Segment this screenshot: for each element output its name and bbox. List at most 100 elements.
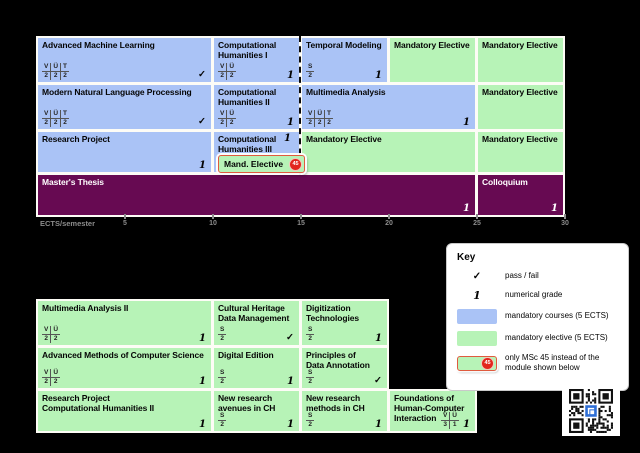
- sws-count: 2: [308, 421, 312, 429]
- sws-type: V: [42, 369, 51, 379]
- axis-tick: [124, 214, 126, 219]
- module-title: Digital Edition: [218, 350, 274, 360]
- module-foundations-of-human-computer-interaction: Foundations of Human-Computer Interactio…: [390, 391, 475, 431]
- sws-type: S: [218, 412, 227, 422]
- numerical-grade-mark: 1: [287, 419, 294, 430]
- sws-count: 1: [452, 421, 457, 429]
- module-title: Foundations of Human-Computer Interactio…: [394, 393, 465, 423]
- legend-box: Key ✓ pass / fail 1 numerical grade mand…: [446, 243, 629, 391]
- sws-type: T: [325, 110, 334, 120]
- sws-count: 2: [229, 119, 234, 127]
- module-title: New research methods in CH: [306, 393, 365, 413]
- sws-type: T: [61, 63, 70, 73]
- sws-type: Ü: [51, 63, 61, 73]
- sws-type: V: [218, 110, 227, 120]
- numerical-grade-mark: 1: [375, 333, 382, 344]
- module-title: Master's Thesis: [42, 177, 104, 187]
- sws-count: 2: [308, 378, 312, 386]
- legend-label: only MSc 45 instead of the module shown …: [505, 353, 600, 373]
- axis-tick-label: 30: [561, 220, 569, 227]
- sws-count: 2: [308, 72, 312, 80]
- numerical-grade-mark: 1: [473, 289, 481, 302]
- module-mandatory-elective: Mandatory Elective: [478, 85, 563, 129]
- axis-tick: [300, 214, 302, 219]
- pass-fail-checkmark: ✓: [198, 116, 206, 127]
- sws-type: T: [61, 110, 70, 120]
- sws-count: 2: [220, 421, 224, 429]
- sws-type: V: [42, 63, 51, 73]
- legend-row-mandatory-courses: mandatory courses (5 ECTS): [457, 309, 618, 324]
- sws-type: S: [306, 63, 315, 73]
- sws-type: S: [306, 369, 315, 379]
- module-title: Modern Natural Language Processing: [42, 87, 192, 97]
- msc45-badge: 45: [481, 356, 494, 370]
- sws-type: Ü: [450, 412, 459, 422]
- sws-type: Ü: [227, 63, 237, 73]
- sws-count: 2: [308, 119, 312, 127]
- sws-type: V: [440, 412, 450, 422]
- module-title: Advanced Machine Learning: [42, 40, 155, 50]
- numerical-grade-mark: 1: [463, 117, 470, 128]
- module-title: Mandatory Elective: [482, 87, 558, 97]
- axis-tick-label: 10: [209, 220, 217, 227]
- axis-tick-label: 15: [297, 220, 305, 227]
- legend-row-msc45: 45 only MSc 45 instead of the module sho…: [457, 353, 618, 374]
- axis-label: ECTS/semester: [40, 219, 96, 228]
- module-title: Research Project Computational Humanitie…: [42, 393, 155, 413]
- numerical-grade-mark: 1: [199, 333, 206, 344]
- sws-count: 2: [327, 119, 331, 127]
- sws-count: 2: [220, 335, 224, 343]
- sws-count: 2: [308, 335, 312, 343]
- legend-label: pass / fail: [505, 271, 539, 281]
- module-research-project-computational-humanities-ii: Research Project Computational Humanitie…: [38, 391, 211, 431]
- sws-type: V: [42, 326, 51, 336]
- module-title: Research Project: [42, 134, 110, 144]
- legend-row-pass-fail: ✓ pass / fail: [457, 271, 618, 282]
- msc45-elective-label: Mand. Elective: [224, 159, 284, 169]
- legend-title: Key: [457, 252, 476, 263]
- pass-fail-checkmark: ✓: [472, 271, 482, 282]
- numerical-grade-mark: 1: [287, 376, 294, 387]
- numerical-grade-mark: 1: [199, 160, 206, 171]
- legend-row-numerical-grade: 1 numerical grade: [457, 289, 618, 302]
